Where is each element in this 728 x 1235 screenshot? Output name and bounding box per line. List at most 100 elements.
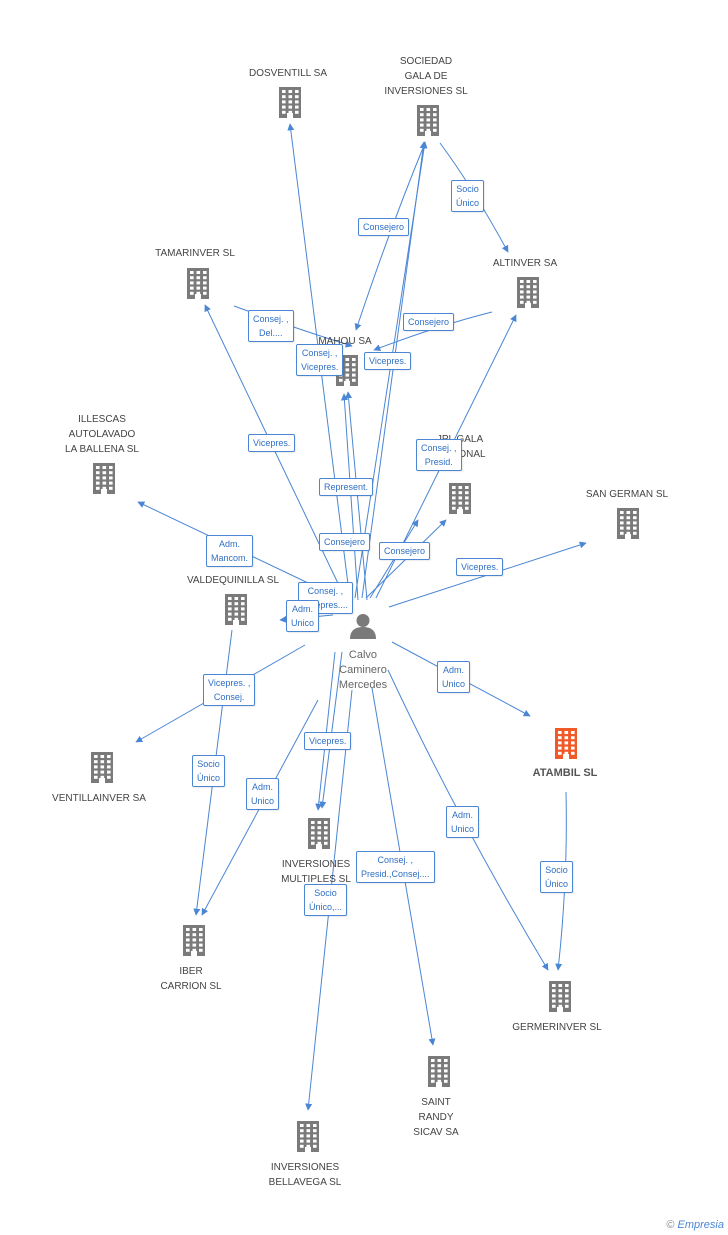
- building-icon[interactable]: [615, 507, 641, 544]
- node-label-saint-randy[interactable]: SAINT RANDY SICAV SA: [413, 1095, 458, 1140]
- node-label-line: AUTOLAVADO: [68, 429, 136, 440]
- building-icon[interactable]: [89, 751, 115, 788]
- person-label-line: Calvo: [348, 649, 378, 661]
- node-label-germerinver[interactable]: GERMERINVER SL: [512, 1020, 601, 1035]
- building-icon[interactable]: [306, 817, 332, 854]
- edge-label-line: Unico: [442, 679, 466, 689]
- node-label-line: VENTILLAINVER SA: [52, 793, 146, 804]
- edge-label-line: Consejero: [363, 222, 405, 232]
- node-label-valdequinilla[interactable]: VALDEQUINILLA SL: [187, 573, 279, 588]
- edge-label-line: Vicepres.: [253, 438, 291, 448]
- edge-label-line: Consej. ,: [421, 443, 457, 453]
- edge-label-line: Vicepres.: [309, 736, 347, 746]
- edge-label-e-consej-presid-consej[interactable]: Consej. ,Presid.,Consej....: [356, 851, 435, 883]
- edge-label-line: Adm.: [292, 604, 314, 614]
- node-label-line: SICAV SA: [413, 1127, 459, 1138]
- edge-label-line: Presid.,Consej....: [361, 869, 430, 879]
- brand-logo: Empresia: [677, 1219, 724, 1231]
- node-label-line: TAMARINVER SL: [155, 248, 235, 259]
- edge-label-e-adm-mancom[interactable]: Adm.Mancom.: [206, 535, 254, 567]
- node-label-san-german[interactable]: SAN GERMAN SL: [586, 487, 668, 502]
- edge-label-line: Vicepres. ,: [208, 678, 251, 688]
- building-icon[interactable]: [447, 482, 473, 519]
- building-icon[interactable]: [426, 1055, 452, 1092]
- node-label-iber-carrion[interactable]: IBER CARRION SL: [160, 964, 221, 994]
- edge-label-line: Del....: [259, 328, 283, 338]
- edge-label-e-adm-unico-2[interactable]: Adm. Unico: [437, 661, 471, 693]
- edge-line-20: [319, 651, 343, 809]
- edge-label-e-adm-unico-3[interactable]: Adm.Unico: [246, 778, 280, 810]
- person-label-line: Mercedes: [338, 679, 388, 691]
- edge-label-line: Unico: [251, 796, 275, 806]
- building-icon[interactable]: [553, 727, 579, 764]
- node-label-line: CARRION SL: [160, 981, 222, 992]
- edge-label-line: Único: [456, 198, 480, 208]
- edge-label-e-consej-vicepres[interactable]: Consej. ,Vicepres.: [296, 344, 344, 376]
- edge-label-e-vicepres-2[interactable]: Vicepres.: [248, 434, 296, 452]
- edge-label-e-consejero-1[interactable]: Consejero: [358, 218, 410, 236]
- edge-label-e-vicepres-3[interactable]: Vicepres.: [456, 558, 504, 576]
- building-icon[interactable]: [185, 267, 211, 304]
- node-label-line: DOSVENTILL SA: [249, 68, 327, 79]
- edge-label-line: Represent.: [324, 482, 369, 492]
- building-icon[interactable]: [181, 924, 207, 961]
- edge-label-e-consej-del[interactable]: Consej. ,Del....: [248, 310, 294, 342]
- edge-label-e-consejero-4[interactable]: Consejero: [379, 542, 431, 560]
- edge-label-e-adm-unico-1[interactable]: Adm.Unico: [286, 600, 320, 632]
- edge-label-e-consejero-3[interactable]: Consejero: [319, 533, 371, 551]
- node-label-illescas[interactable]: ILLESCAS AUTOLAVADO LA BALLENA SL: [65, 412, 139, 457]
- node-label-atambil[interactable]: ATAMBIL SL: [533, 766, 598, 781]
- node-label-ventillainver[interactable]: VENTILLAINVER SA: [52, 791, 146, 806]
- edge-line-4: [354, 142, 426, 331]
- building-icon[interactable]: [277, 86, 303, 123]
- building-icon[interactable]: [515, 276, 541, 313]
- edge-label-line: Adm.: [443, 665, 465, 675]
- node-label-mahou[interactable]: MAHOU SA: [318, 334, 371, 349]
- node-label-dosventill[interactable]: DOSVENTILL SA: [249, 66, 327, 81]
- node-label-line: VALDEQUINILLA SL: [186, 575, 280, 586]
- building-icon[interactable]: [547, 980, 573, 1017]
- edge-label-line: Consejero: [324, 537, 366, 547]
- edge-label-line: Consejero: [384, 546, 426, 556]
- edge-label-e-vicepres-consej[interactable]: Vicepres. , Consej.: [203, 674, 256, 706]
- edge-label-e-adm-unico-4[interactable]: Adm.Unico: [446, 806, 480, 838]
- building-icon[interactable]: [415, 104, 441, 141]
- edge-label-line: Mancom.: [211, 553, 249, 563]
- person-icon[interactable]: [349, 613, 377, 644]
- edge-label-line: Único: [197, 773, 221, 783]
- node-label-line: SAINT: [421, 1097, 451, 1108]
- edge-label-line: Socio: [197, 759, 220, 769]
- node-label-line: LA BALLENA SL: [65, 444, 139, 455]
- edge-label-line: Consej.: [213, 692, 245, 702]
- watermark: ©Empresia: [666, 1219, 724, 1231]
- edge-line-7: [345, 391, 368, 601]
- edge-line-2: [361, 141, 427, 599]
- node-label-line: SAN GERMAN SL: [585, 489, 669, 500]
- edge-label-e-represent[interactable]: Represent.: [319, 478, 374, 496]
- building-icon[interactable]: [91, 462, 117, 499]
- edge-label-line: Vicepres....: [303, 600, 348, 610]
- edge-label-line: Único: [545, 879, 569, 889]
- node-label-line: IBER: [179, 966, 203, 977]
- node-label-line: SOCIEDAD: [399, 56, 453, 67]
- building-icon[interactable]: [223, 593, 249, 630]
- node-label-line: RANDY: [418, 1112, 454, 1123]
- edge-label-e-vicepres-1[interactable]: Vicepres.: [364, 352, 412, 370]
- edge-label-e-consej-presid[interactable]: Consej. ,Presid.: [416, 439, 462, 471]
- edge-label-e-vicepres-4[interactable]: Vicepres.: [304, 732, 352, 750]
- node-label-line: GALA DE: [404, 71, 448, 82]
- node-label-line: ILLESCAS: [78, 414, 126, 425]
- building-icon[interactable]: [295, 1120, 321, 1157]
- node-label-tamarinver[interactable]: TAMARINVER SL: [155, 246, 235, 261]
- node-label-line: MAHOU SA: [318, 336, 372, 347]
- node-label-altinver[interactable]: ALTINVER SA: [493, 256, 557, 271]
- edge-label-e-consejero-2[interactable]: Consejero: [403, 313, 455, 331]
